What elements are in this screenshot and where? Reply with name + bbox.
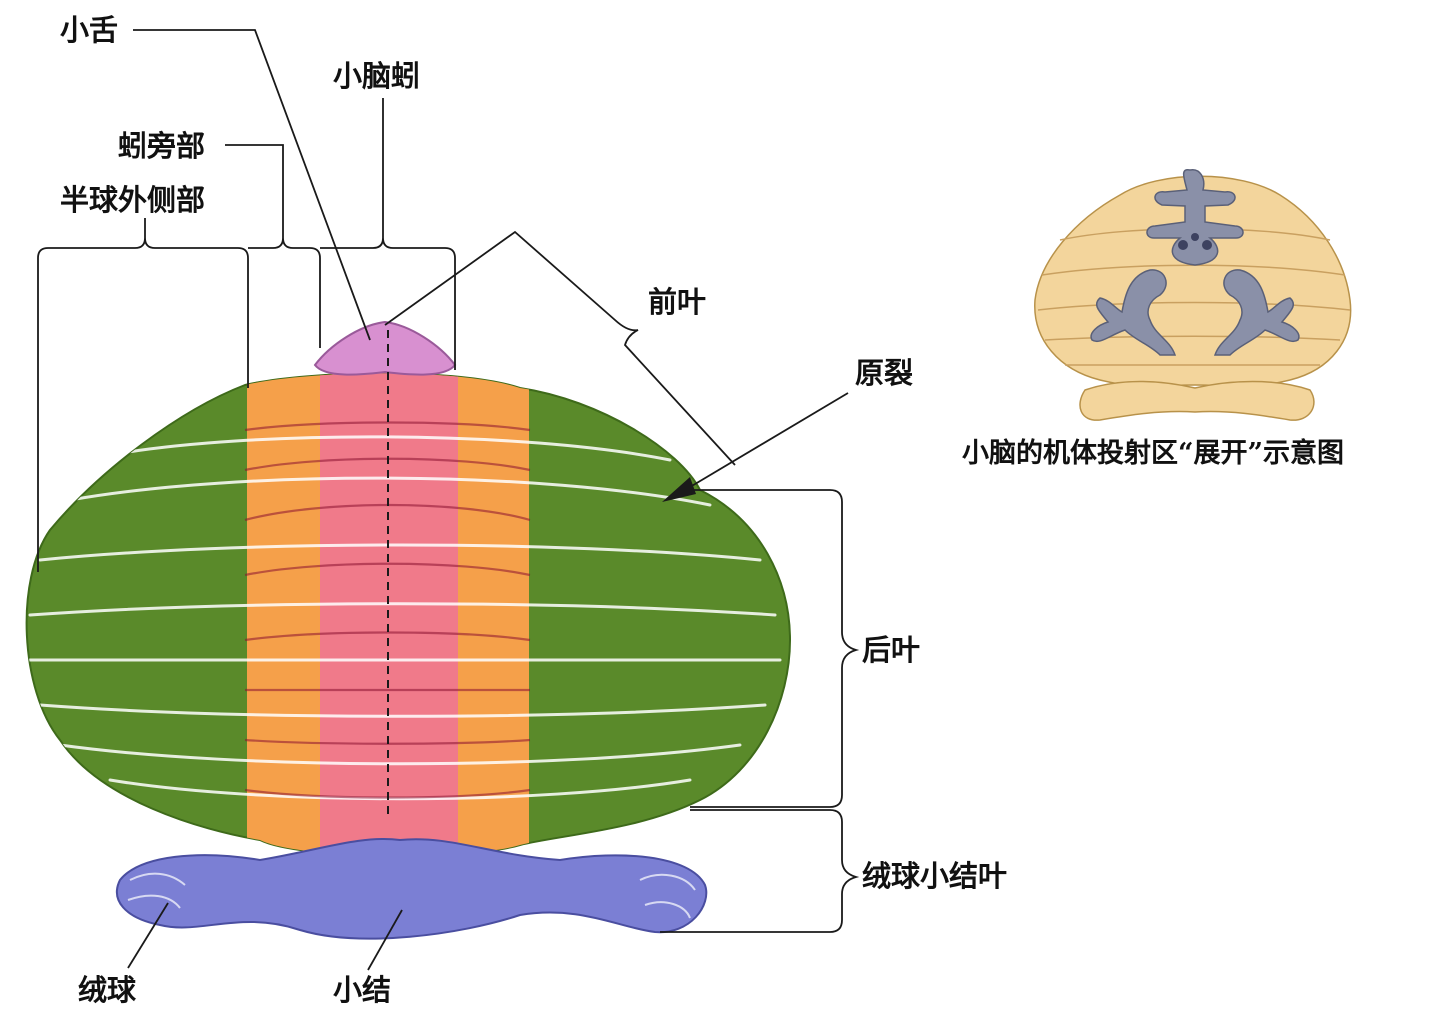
inset-caption: 小脑的机体投射区“展开”示意图 <box>962 437 1344 469</box>
label-flocculus: 绒球 <box>78 973 137 1007</box>
inset-flocculonodular <box>1080 382 1314 421</box>
label-anterior-lobe: 前叶 <box>648 285 706 319</box>
label-nodulus: 小结 <box>333 973 391 1007</box>
label-vermis: 小脑蚓 <box>333 59 420 93</box>
flocculonodular-region <box>117 839 706 939</box>
label-flocculonodular-lobe: 绒球小结叶 <box>862 859 1007 893</box>
label-primary-fissure: 原裂 <box>855 356 913 390</box>
label-lingula: 小舌 <box>60 13 118 47</box>
inset-homunculus-map: 小脑的机体投射区“展开”示意图 <box>962 170 1351 469</box>
lingula-region <box>315 322 455 375</box>
label-posterior-lobe: 后叶 <box>862 633 920 667</box>
label-paravermis: 蚓旁部 <box>118 129 205 163</box>
label-lateral-hemisphere: 半球外侧部 <box>60 183 205 217</box>
cerebellum-main <box>27 322 790 939</box>
